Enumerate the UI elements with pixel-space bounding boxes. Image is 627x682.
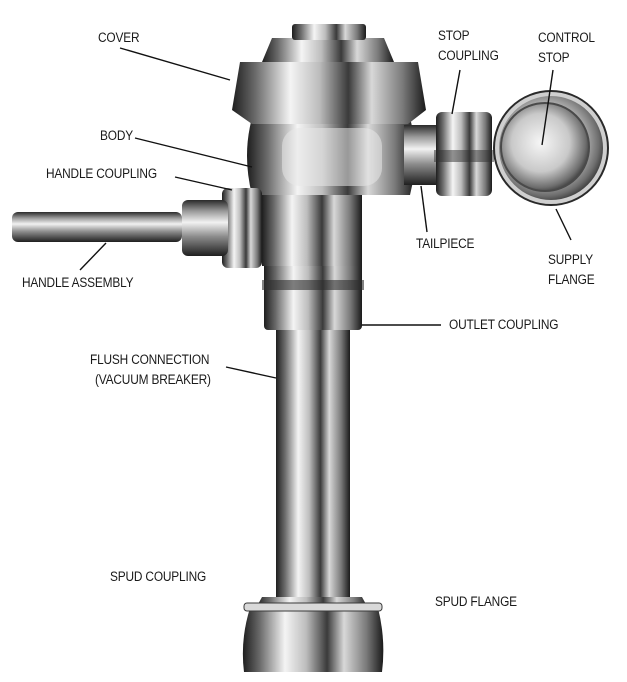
cover-shape <box>232 24 426 124</box>
flush-connection-tube <box>276 325 350 615</box>
outlet-coupling-shape <box>262 262 364 330</box>
label-cover: COVER <box>98 30 140 45</box>
valve-body-shape <box>247 118 415 195</box>
label-flush-connection-line2: (VACUUM BREAKER) <box>95 372 211 387</box>
leader-tailpiece <box>420 185 428 233</box>
tailpiece-shape <box>404 112 494 196</box>
leader-supply-flange <box>555 208 572 241</box>
label-body: BODY <box>100 128 133 143</box>
leader-lines <box>79 47 572 379</box>
leader-control-stop <box>541 69 554 146</box>
label-spud-flange: SPUD FLANGE <box>435 594 517 609</box>
leader-handle-coupling <box>174 176 233 191</box>
handle-coupling-shape <box>182 188 262 268</box>
spud-flange-shape <box>242 597 384 672</box>
leader-handle-assembly <box>79 242 107 271</box>
body-neck-shape <box>262 190 362 266</box>
control-stop-shape <box>493 90 609 206</box>
leader-cover <box>119 47 231 81</box>
handle-shape <box>12 212 182 242</box>
label-handle-coupling: HANDLE COUPLING <box>46 166 157 181</box>
leader-stop-coupling <box>451 69 461 115</box>
label-control-stop-line1: CONTROL <box>538 30 595 45</box>
label-spud-coupling: SPUD COUPLING <box>110 569 207 584</box>
label-tailpiece: TAILPIECE <box>416 236 475 251</box>
label-supply-flange-line1: SUPPLY <box>548 252 593 267</box>
label-stop-coupling-line2: COUPLING <box>438 48 499 63</box>
label-stop-coupling-line1: STOP <box>438 28 470 43</box>
label-flush-connection-line1: FLUSH CONNECTION <box>90 352 210 367</box>
leader-body <box>134 137 253 168</box>
label-control-stop-line2: STOP <box>538 50 570 65</box>
label-handle-assembly: HANDLE ASSEMBLY <box>22 275 134 290</box>
leader-flush-connection <box>225 366 277 379</box>
label-outlet-coupling: OUTLET COUPLING <box>449 317 559 332</box>
label-supply-flange-line2: FLANGE <box>548 272 595 287</box>
